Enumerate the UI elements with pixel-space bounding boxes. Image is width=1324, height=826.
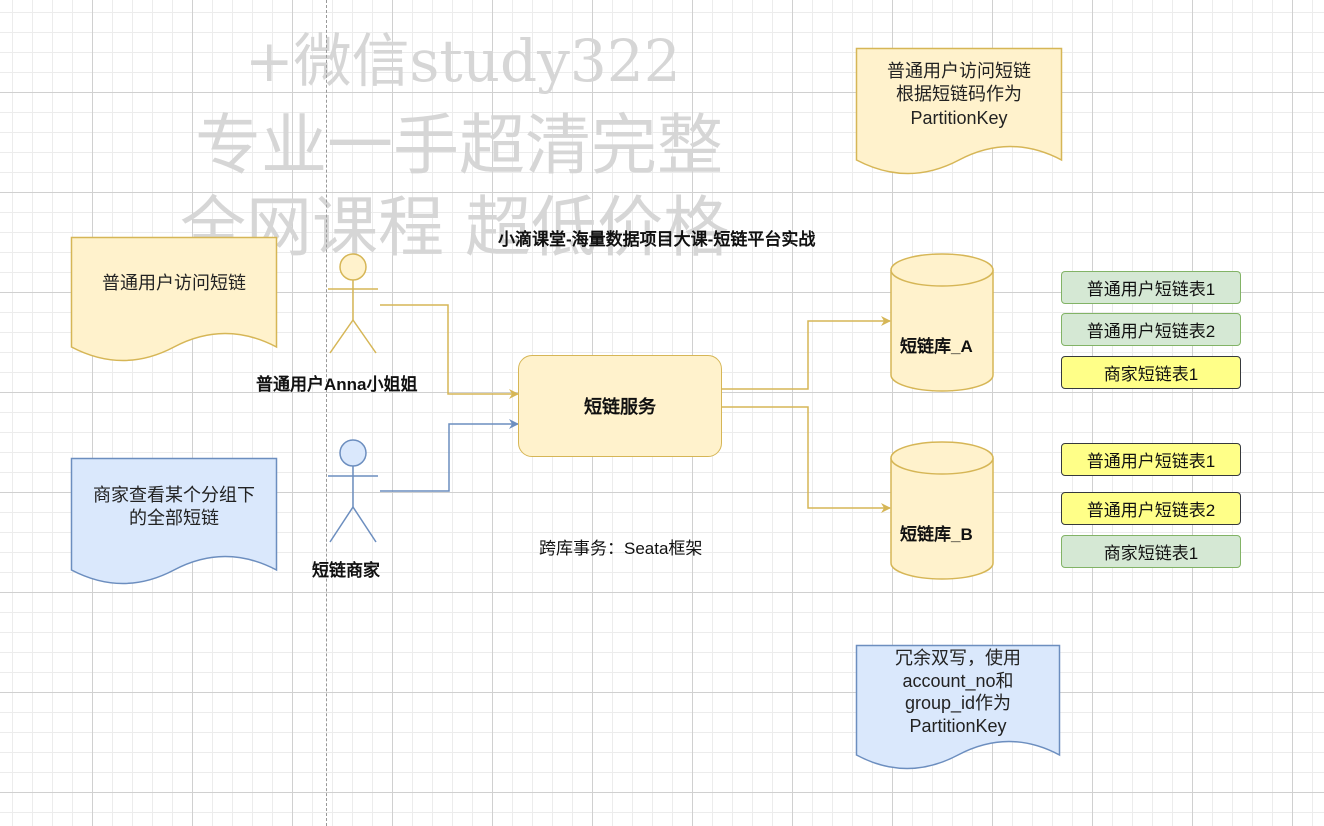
note-bottom-right-text: 冗余双写，使用 account_no和 group_id作为 Partition… [895, 648, 1021, 736]
db-b-table-3[interactable]: 商家短链表1 [1061, 535, 1241, 568]
note-bottom-right: 冗余双写，使用 account_no和 group_id作为 Partition… [855, 644, 1061, 780]
merchant-actor-icon [328, 439, 378, 543]
user-to-service-arrow [380, 304, 519, 399]
merchant-to-service-arrow [380, 419, 519, 492]
table-label: 商家短链表1 [1103, 544, 1199, 563]
table-label: 普通用户短链表2 [1086, 501, 1216, 520]
short-link-service-label: 短链服务 [584, 397, 656, 417]
diagram-title: 小滴课堂-海量数据项目大课-短链平台实战 [498, 230, 816, 249]
database-b-icon [890, 441, 994, 580]
watermark-line-2: 专业一手超清完整 [195, 107, 723, 184]
user-actor-label: 普通用户Anna小姐姐 [256, 375, 418, 394]
note-left-user: 普通用户访问短链 [70, 236, 278, 373]
table-label: 普通用户短链表2 [1086, 322, 1216, 341]
note-left-merchant: 商家查看某个分组下 的全部短链 [70, 457, 278, 596]
page-guide-line [326, 0, 327, 826]
db-a-table-2[interactable]: 普通用户短链表2 [1061, 313, 1241, 346]
db-a-table-3[interactable]: 商家短链表1 [1061, 356, 1241, 389]
service-to-db-b-arrow [722, 406, 891, 513]
note-left-user-text: 普通用户访问短链 [102, 273, 246, 293]
database-b-label: 短链库_B [900, 525, 973, 544]
merchant-actor-label: 短链商家 [312, 561, 380, 580]
database-a-label: 短链库_A [900, 337, 973, 356]
db-b-table-2[interactable]: 普通用户短链表2 [1061, 492, 1241, 525]
table-label: 普通用户短链表1 [1086, 280, 1216, 299]
service-to-db-a-arrow [722, 316, 891, 390]
database-a-icon [890, 253, 994, 392]
db-a-table-1[interactable]: 普通用户短链表1 [1061, 271, 1241, 304]
transaction-label: 跨库事务：Seata框架 [539, 539, 703, 558]
note-top-right-text: 普通用户访问短链 根据短链码作为 PartitionKey [887, 61, 1031, 128]
db-b-table-1[interactable]: 普通用户短链表1 [1061, 443, 1241, 476]
note-left-merchant-text: 商家查看某个分组下 的全部短链 [93, 485, 255, 529]
short-link-service-box[interactable]: 短链服务 [518, 355, 722, 457]
user-actor-icon [328, 253, 378, 354]
watermark-line-1: +微信study322 [245, 27, 681, 95]
note-top-right: 普通用户访问短链 根据短链码作为 PartitionKey [855, 47, 1063, 186]
table-label: 普通用户短链表1 [1086, 452, 1216, 471]
table-label: 商家短链表1 [1103, 365, 1199, 384]
